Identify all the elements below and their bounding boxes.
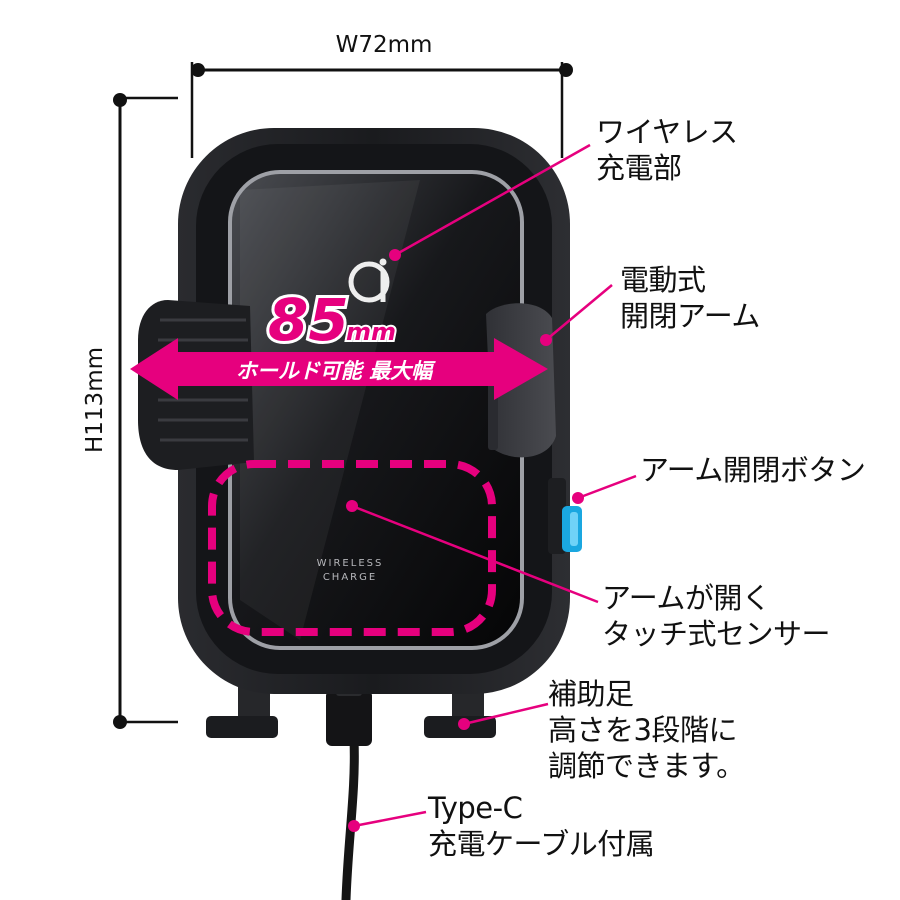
callout-dots [346,249,584,832]
max-width-value: 85 mm [265,283,398,357]
touch-sensor-region [208,460,496,636]
max-width-number: 85 [268,286,349,354]
charge-print-text: CHARGE [323,572,377,583]
height-label: H113mm [82,347,108,453]
callout-wireless-charging: ワイヤレス 充電部 [596,115,738,185]
callout-support-foot: 補助足 高さを3段階に 調節できます。 [548,677,745,783]
wireless-print-text: WIRELESS [317,558,384,569]
callout-arm-button: アーム開閉ボタン [640,453,866,487]
max-width-arrow [130,338,548,400]
width-label: W72mm [336,32,433,58]
callout-touch-sensor: アームが開く タッチ式センサー [602,581,831,651]
wireless-charge-print: WIRELESS CHARGE [317,558,384,583]
usb-c-cable [326,672,372,900]
max-width-caption: ホールド可能 最大幅 [236,359,436,383]
phone-holder-body [178,128,570,694]
callout-electric-arm: 電動式 開閉アーム [620,263,760,333]
width-dimension [190,62,573,158]
arm-open-button [548,478,582,554]
max-width-unit: mm [346,318,396,346]
height-dimension [113,93,178,729]
callout-type-c-cable: Type-C 充電ケーブル付属 [428,791,655,861]
qi-logo [348,258,390,303]
callout-leaders [351,143,637,828]
